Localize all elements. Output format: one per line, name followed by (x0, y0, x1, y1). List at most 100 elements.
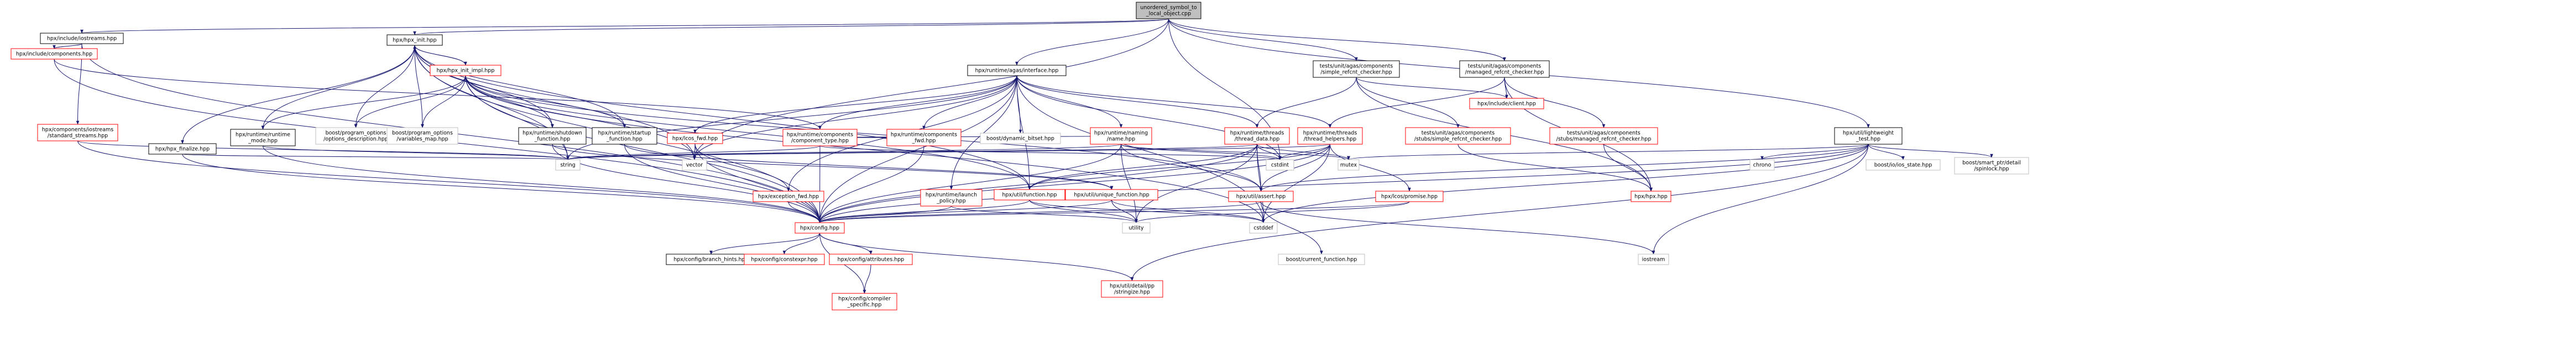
node-launch[interactable]: hpx/runtime/launch_policy.hpp (920, 189, 983, 207)
edge-attrs-to-compspec (863, 264, 871, 294)
node-label: string (560, 162, 575, 169)
node-label: chrono (1753, 162, 1772, 169)
node-box (1459, 60, 1550, 78)
edge-naming-to-mutex (1121, 144, 1350, 160)
node-box (1866, 159, 1941, 171)
edge-hpxinit-to-fin (181, 45, 415, 144)
edge-promise-to-utility (1135, 201, 1410, 223)
node-string[interactable]: string (555, 159, 581, 171)
node-label: /thread_helpers.hpp (1304, 136, 1356, 143)
edge-hpxinitimpl-to-shutdown (465, 75, 554, 128)
node-bpo_opt[interactable]: boost/program_options/options_descriptio… (315, 127, 396, 145)
node-ufunc[interactable]: hpx/util/function.hpp (994, 189, 1065, 201)
node-label: boost/dynamic_bitset.hpp (986, 136, 1054, 142)
node-simpleref[interactable]: tests/unit/agas/components/simple_refcnt… (1313, 60, 1400, 78)
node-comp[interactable]: hpx/include/components.hpp (11, 48, 98, 60)
node-label: hpx/include/client.hpp (1477, 101, 1536, 107)
edge-lwtest-to-config (818, 144, 1869, 223)
node-shutdown[interactable]: hpx/runtime/shutdown_function.hpp (518, 127, 587, 145)
node-managedref[interactable]: tests/unit/agas/components/managed_refcn… (1459, 60, 1550, 78)
edge-iface-to-threaddata (1016, 75, 1259, 128)
node-label: boost/current_function.hpp (1286, 257, 1357, 263)
node-label: _specific.hpp (847, 302, 882, 308)
node-hpxinitimpl[interactable]: hpx/hpx_init_impl.hpp (430, 65, 501, 76)
node-cstdint[interactable]: cstdint (1266, 159, 1294, 171)
edge-root-to-iface (1015, 18, 1169, 66)
node-branch[interactable]: hpx/config/branch_hints.hpp (666, 254, 756, 265)
edge-config-to-branch (709, 233, 820, 255)
node-label: boost/io/ios_state.hpp (1874, 162, 1932, 169)
node-hpxhpp[interactable]: hpx/hpx.hpp (1631, 191, 1671, 202)
node-uniquefn[interactable]: hpx/util/unique_function.hpp (1065, 189, 1158, 201)
edge-iface-to-config (818, 75, 1017, 223)
node-box (1375, 191, 1444, 202)
node-label: hpx/exception_fwd.hpp (758, 194, 819, 200)
node-label: hpx/runtime/components (787, 132, 853, 138)
edge-iface-to-naming (1016, 75, 1123, 128)
node-ios[interactable]: hpx/include/iostreams.hpp (40, 33, 124, 44)
edge-hpxinitimpl-to-hpxinit (413, 45, 466, 66)
node-threaddata[interactable]: hpx/runtime/threads/thread_data.hpp (1224, 127, 1290, 145)
edge-threaddata-to-utility (1135, 144, 1257, 223)
node-label: tests/unit/agas/components (1422, 130, 1495, 136)
node-box (1065, 189, 1158, 201)
node-attrs[interactable]: hpx/config/attributes.hpp (829, 254, 913, 265)
edge-root-to-vector (693, 18, 1169, 160)
node-exfwd[interactable]: hpx/exception_fwd.hpp (753, 191, 824, 202)
edge-lwtest-to-stringize (1130, 144, 1869, 281)
node-iostate[interactable]: boost/io/ios_state.hpp (1866, 159, 1941, 171)
edge-lwtest-to-chrono (1760, 144, 1869, 160)
node-bpo_var[interactable]: boost/program_options/variables_map.hpp (386, 127, 458, 145)
node-mutex[interactable]: mutex (1337, 159, 1360, 171)
edge-launch-to-config (818, 206, 952, 223)
node-utility[interactable]: utility (1122, 222, 1151, 234)
node-fin[interactable]: hpx/hpx_finalize.hpp (148, 143, 217, 155)
edge-config-to-stringize (819, 233, 1134, 281)
node-threadhelpers[interactable]: hpx/runtime/threads/thread_helpers.hpp (1297, 127, 1363, 145)
node-box (230, 129, 296, 146)
node-iface[interactable]: hpx/runtime/agas/interface.hpp (967, 65, 1067, 76)
node-label: boost/smart_ptr/detail (1962, 160, 2021, 166)
node-simplestub[interactable]: tests/unit/agas/components/stubs/simple_… (1405, 127, 1511, 145)
node-chrono[interactable]: chrono (1749, 159, 1775, 171)
edge-uniquefn-to-cstddef (1111, 199, 1265, 223)
node-stringize[interactable]: hpx/util/detail/pp/stringize.hpp (1101, 280, 1163, 298)
node-stdstreams[interactable]: hpx/components/iostreams/standard_stream… (37, 124, 118, 141)
node-compspec[interactable]: hpx/config/compiler_specific.hpp (832, 293, 897, 310)
node-client[interactable]: hpx/include/client.hpp (1469, 98, 1544, 109)
node-box (148, 143, 217, 155)
node-label: hpx/config/attributes.hpp (838, 257, 905, 263)
node-comptype[interactable]: hpx/runtime/components/component_type.hp… (782, 129, 858, 146)
node-label: hpx/runtime/shutdown (522, 130, 582, 136)
edge-naming-to-assert (1121, 144, 1263, 192)
node-lwtest[interactable]: hpx/util/lightweight_test.hpp (1834, 127, 1903, 145)
node-box (1224, 127, 1290, 145)
edge-stdstreams-to-config (77, 140, 822, 223)
node-compfwd[interactable]: hpx/runtime/components_fwd.hpp (886, 129, 962, 146)
node-assert[interactable]: hpx/util/assert.hpp (1228, 191, 1294, 202)
node-root[interactable]: unordered_symbol_to_local_object.cpp (1136, 2, 1201, 19)
node-promise[interactable]: hpx/lcos/promise.hpp (1375, 191, 1444, 202)
node-iosfwd[interactable]: hpx/lcos_fwd.hpp (667, 133, 723, 144)
node-cstddef[interactable]: cstddef (1249, 222, 1278, 234)
node-rtmode[interactable]: hpx/runtime/runtime_mode.hpp (230, 129, 296, 146)
node-managedstub[interactable]: tests/unit/agas/components/stubs/managed… (1549, 127, 1658, 145)
edge-root-to-ios (81, 18, 1169, 34)
node-startup[interactable]: hpx/runtime/startup_function.hpp (592, 127, 657, 145)
edge-iface-to-ufunc (1016, 75, 1031, 190)
node-box (40, 33, 124, 44)
node-iostream[interactable]: iostream (1638, 254, 1669, 265)
node-config[interactable]: hpx/config.hpp (795, 222, 845, 234)
node-label: tests/unit/agas/components (1567, 130, 1640, 136)
node-naming[interactable]: hpx/runtime/naming/name.hpp (1090, 127, 1152, 145)
node-label: mutex (1340, 162, 1357, 169)
node-dynbitset[interactable]: boost/dynamic_bitset.hpp (980, 133, 1061, 144)
node-label: hpx/include/components.hpp (16, 51, 92, 57)
node-vector[interactable]: vector (682, 159, 707, 171)
node-constexpr[interactable]: hpx/config/constexpr.hpp (744, 254, 825, 265)
node-curfn[interactable]: boost/current_function.hpp (1278, 254, 1365, 265)
node-smartptr[interactable]: boost/smart_ptr/detail/spinlock.hpp (1954, 157, 2029, 175)
edge-rtmode-to-config (263, 145, 822, 223)
node-hpxinit[interactable]: hpx/hpx_init.hpp (386, 34, 443, 46)
